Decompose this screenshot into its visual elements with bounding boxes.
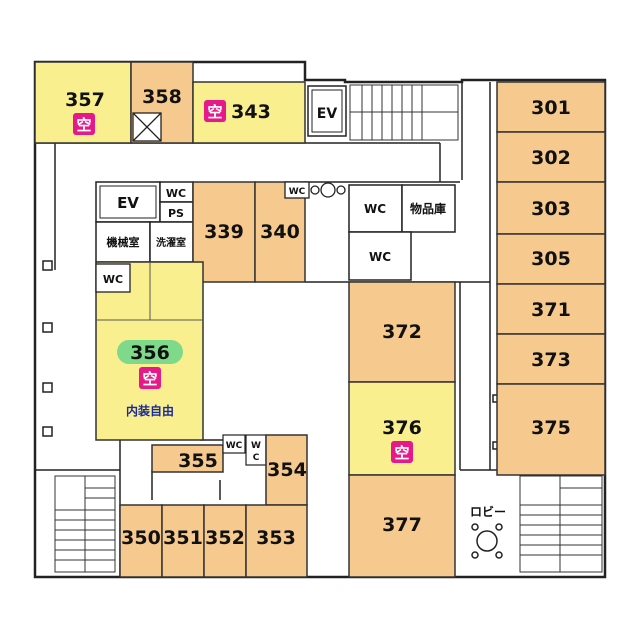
room-302[interactable]: 302 (496, 131, 606, 183)
room-350[interactable]: 350 (119, 504, 163, 578)
wc-room-2: WC (348, 231, 412, 281)
room-375[interactable]: 375 (496, 383, 606, 476)
wc-label: WC (289, 187, 306, 197)
ev-label: EV (317, 106, 338, 122)
vacancy-mark: 空 (142, 370, 157, 388)
room-377[interactable]: 377 (348, 474, 456, 578)
free-interior-note: 内装自由 (126, 403, 174, 418)
room-358-number: 358 (142, 86, 182, 108)
room-354-number: 354 (267, 459, 307, 481)
room-371-number: 371 (531, 299, 571, 321)
wc-small-top: WC (159, 181, 194, 203)
wc-tiny: WC (284, 181, 310, 199)
ps-label: PS (168, 207, 184, 220)
room-340[interactable]: 340 (254, 181, 306, 283)
stairs-top (349, 84, 459, 141)
elevator-middle: EV (95, 181, 161, 223)
storage-room: 物品庫 (401, 184, 456, 233)
vacancy-badge (139, 367, 161, 389)
room-358[interactable]: 358 (130, 61, 194, 144)
shaft-icon (132, 112, 162, 142)
room-373[interactable]: 373 (496, 333, 606, 385)
stairs-right (519, 475, 603, 573)
room-355[interactable]: 355 (151, 444, 224, 473)
room-350-number: 350 (121, 527, 161, 549)
room-351-number: 351 (163, 527, 203, 549)
room-301-number: 301 (531, 97, 571, 119)
wc-label: WC (364, 202, 386, 216)
stairs-left (54, 475, 116, 573)
room-303-number: 303 (531, 198, 571, 220)
room-305-number: 305 (531, 248, 571, 270)
laundry-room: 洗濯室 (149, 221, 194, 263)
wc-355: WC (222, 434, 246, 454)
room-339-number: 339 (204, 221, 244, 243)
room-357[interactable]: 357 空 (34, 61, 132, 144)
room-355-number: 355 (178, 450, 218, 472)
lobby-label: ロビー (470, 504, 506, 519)
vacancy-badge (391, 441, 413, 463)
room-375-number: 375 (531, 417, 571, 439)
ps-room: PS (159, 201, 194, 223)
room-352-number: 352 (205, 527, 245, 549)
room-376-number: 376 (382, 417, 422, 439)
room-357-number: 357 (65, 89, 105, 111)
laundry-label: 洗濯室 (156, 236, 186, 249)
room-352[interactable]: 352 (203, 504, 247, 578)
room-372[interactable]: 372 (348, 281, 456, 383)
vacancy-mark: 空 (394, 444, 409, 462)
sink-icon (310, 182, 346, 198)
room-302-number: 302 (531, 147, 571, 169)
room-377-number: 377 (382, 514, 422, 536)
wc-vertical-c: C (253, 453, 260, 463)
room-305[interactable]: 305 (496, 233, 606, 285)
elevator-top: EV (307, 85, 347, 137)
room-351[interactable]: 351 (161, 504, 205, 578)
wc-label: WC (226, 441, 243, 451)
storage-label: 物品庫 (410, 201, 446, 216)
wc-label: WC (103, 273, 123, 286)
machine-room-label: 機械室 (107, 235, 140, 249)
vacancy-badge (204, 100, 226, 122)
room-353[interactable]: 353 (245, 504, 308, 578)
wc-room-1: WC (348, 184, 403, 233)
vacancy-mark: 空 (207, 103, 222, 121)
vacancy-mark: 空 (76, 116, 91, 134)
room-356[interactable]: 356 空 内装自由 (95, 261, 204, 441)
room-354[interactable]: 354 (265, 434, 308, 506)
room-301[interactable]: 301 (496, 81, 606, 133)
room-372-number: 372 (382, 321, 422, 343)
machine-room: 機械室 (95, 221, 151, 263)
ev-label: EV (117, 194, 139, 212)
vacancy-badge (73, 113, 95, 135)
wc-vertical-w: W (251, 441, 261, 451)
lobby-table-icon (471, 523, 503, 559)
wc-vertical: W C (245, 434, 267, 466)
room-376[interactable]: 376 空 (348, 381, 456, 476)
wc-356: WC (95, 263, 131, 293)
room-373-number: 373 (531, 349, 571, 371)
room-353-number: 353 (256, 527, 296, 549)
room-356-number: 356 (130, 342, 170, 364)
room-340-number: 340 (260, 221, 300, 243)
wc-label: WC (166, 187, 186, 200)
highlight-badge (117, 340, 183, 364)
room-343-number: 343 (231, 101, 271, 123)
room-371[interactable]: 371 (496, 283, 606, 335)
wc-label: WC (369, 250, 391, 264)
room-303[interactable]: 303 (496, 181, 606, 235)
lobby: ロビー (470, 504, 506, 559)
room-343[interactable]: 空 343 (192, 81, 306, 144)
